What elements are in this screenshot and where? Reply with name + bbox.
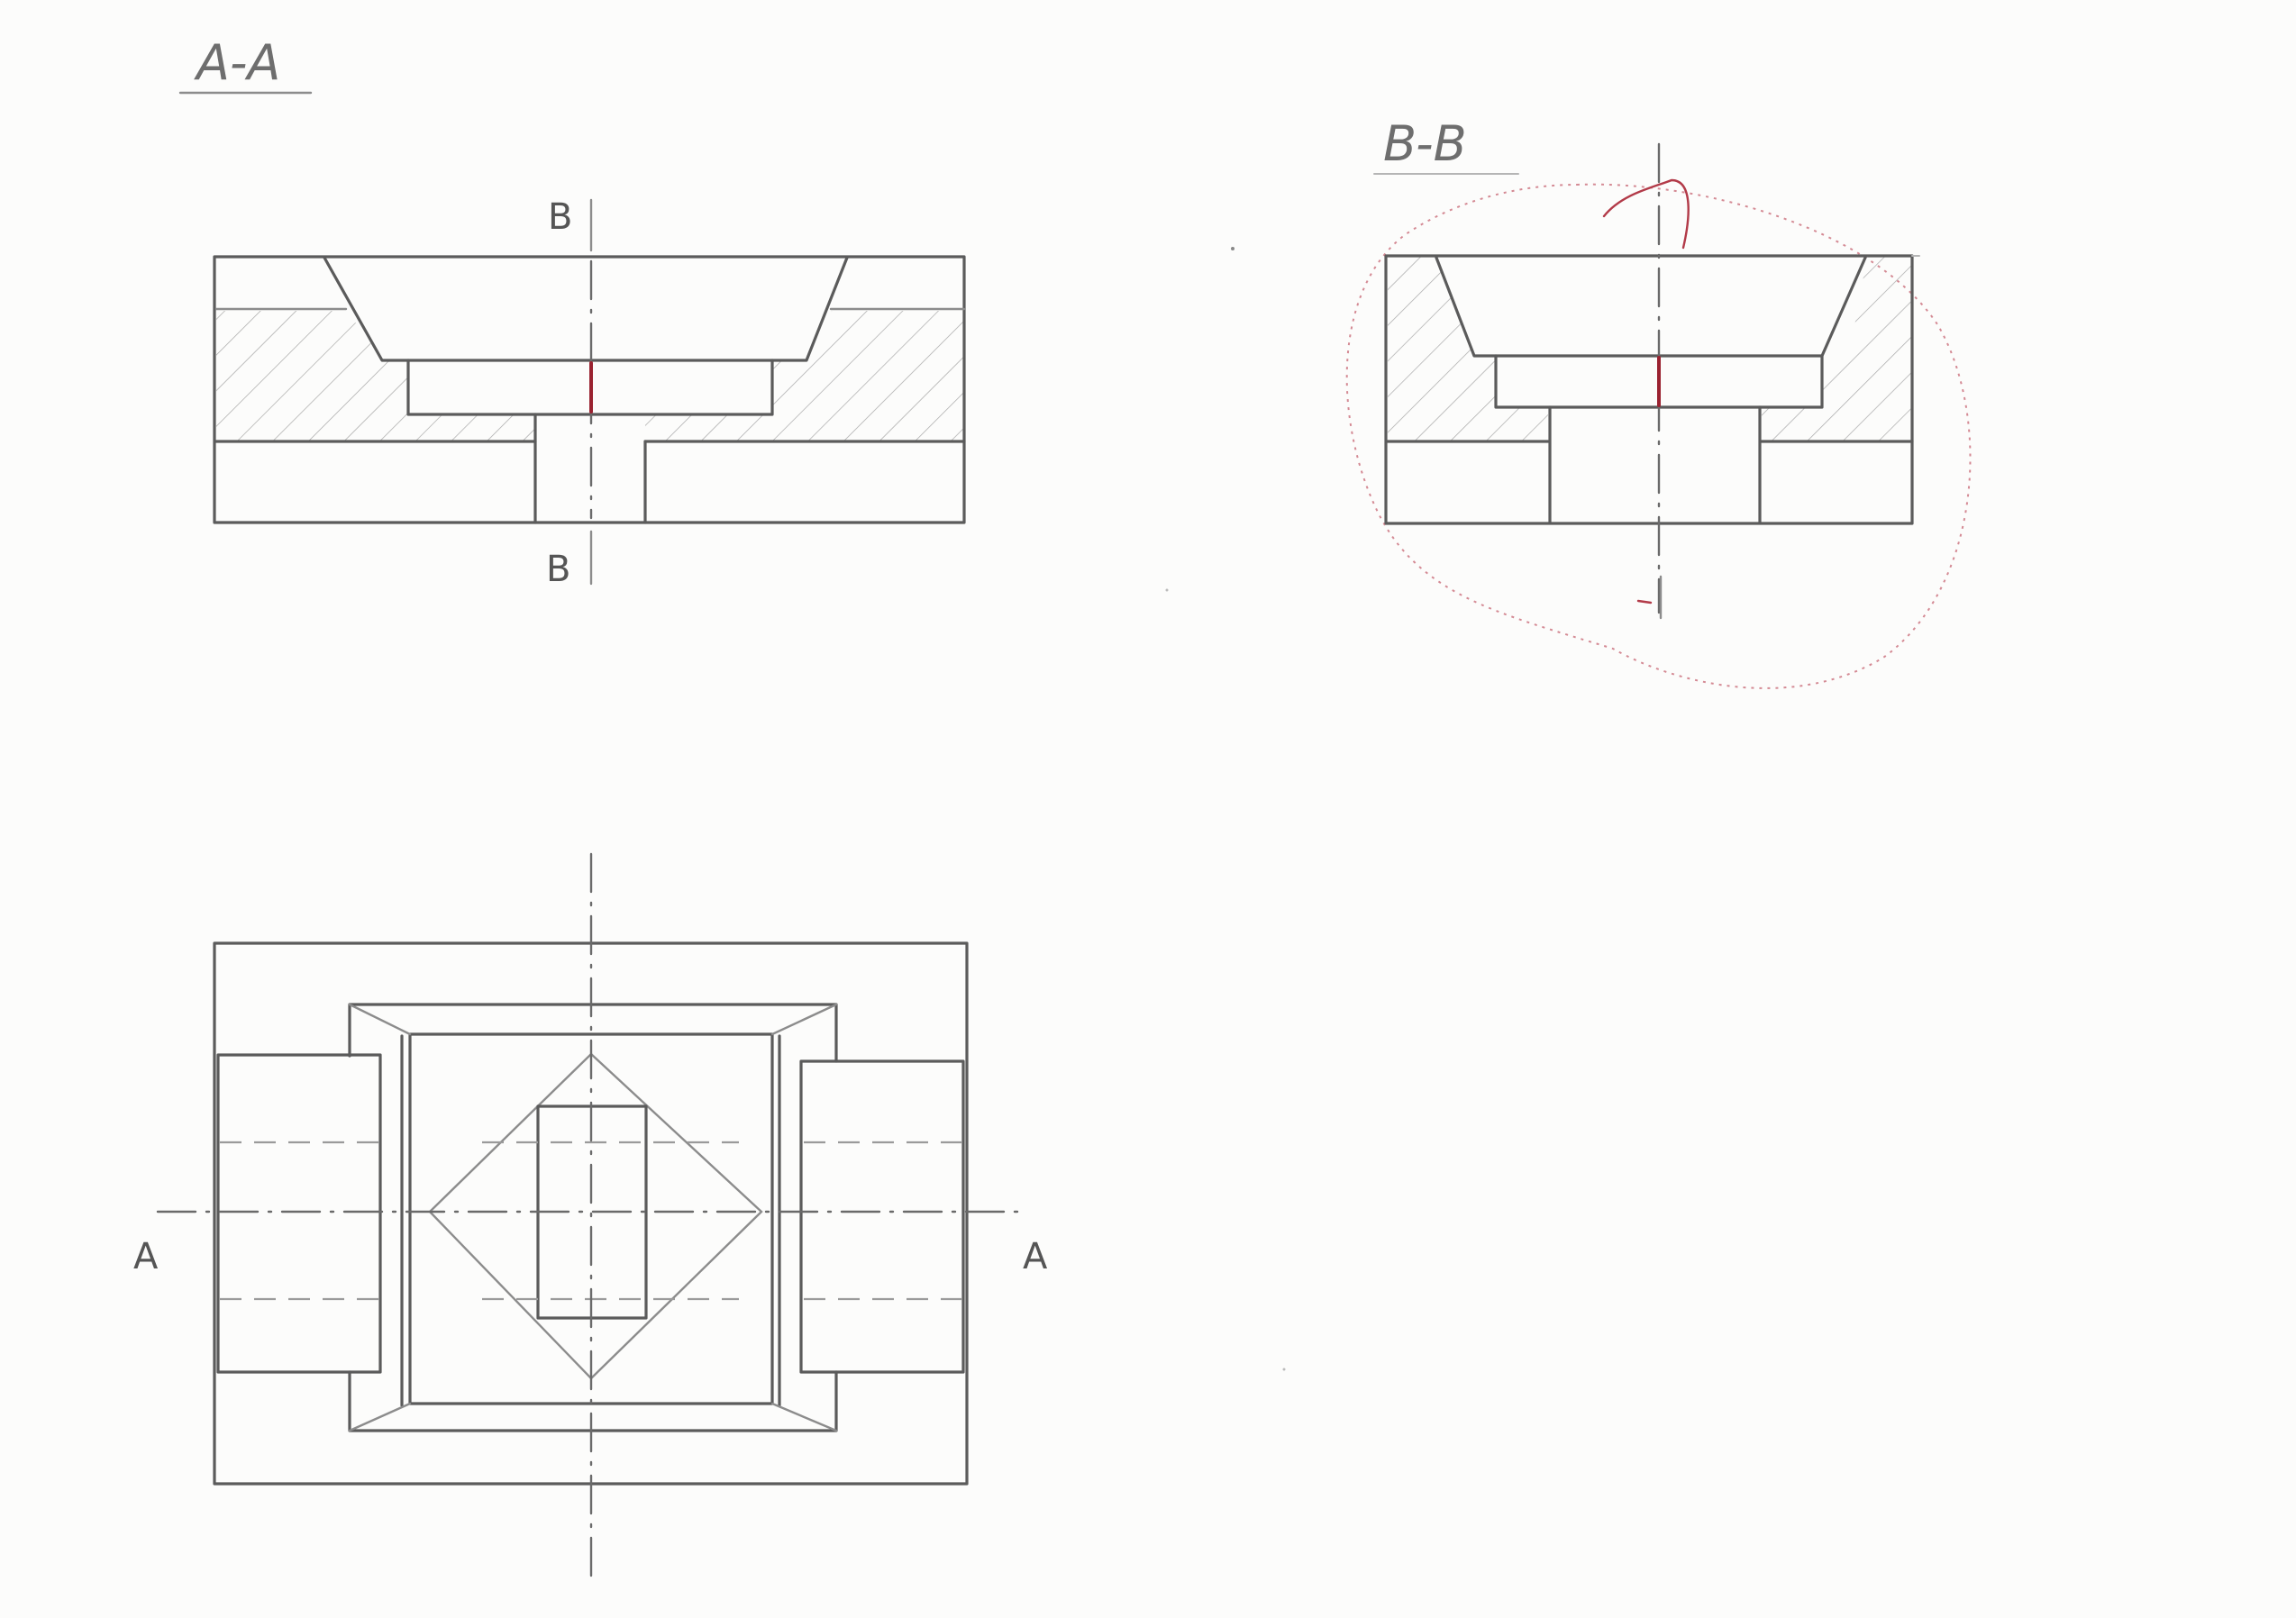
- top-view-diamond: [428, 1052, 763, 1380]
- top-view-chamfer-br: [770, 1402, 838, 1432]
- section-bb-highlight-loop: [1345, 183, 1972, 689]
- section-aa-view: A-A B B: [178, 34, 966, 590]
- top-view-cut-label-left: A: [133, 1236, 159, 1277]
- section-aa-hatch-right: [645, 311, 964, 441]
- section-bb-view: B-B: [1345, 115, 1972, 689]
- section-bb-title: B-B: [1383, 115, 1467, 172]
- top-view-slot-right: [799, 1059, 965, 1374]
- section-bb-outline: [1384, 254, 1914, 525]
- section-bb-hatch-right: [1762, 257, 1912, 441]
- top-view-slot-left: [216, 1053, 382, 1374]
- top-view-chamfer-tr: [770, 1003, 838, 1036]
- section-aa-countersink: [323, 256, 849, 362]
- section-aa-hatch-left: [216, 311, 535, 441]
- top-view-rim-outer-bottom: [348, 1370, 838, 1432]
- top-view-chamfer-bl: [348, 1402, 412, 1432]
- section-aa-cut-label-top: B: [548, 196, 572, 238]
- pencil-specks: [1165, 247, 1286, 1371]
- top-view-rim-outer: [348, 1003, 838, 1063]
- section-aa-cut-label-bottom: B: [546, 549, 570, 590]
- section-bb-hatch-left: [1388, 257, 1548, 441]
- section-aa-title: A-A: [194, 34, 280, 91]
- top-view: A A: [133, 852, 1048, 1587]
- top-view-chamfer-tl: [348, 1003, 412, 1036]
- section-bb-countersink: [1435, 256, 1867, 358]
- section-bb-red-tick: [1636, 599, 1653, 604]
- top-view-cut-label-right: A: [1023, 1236, 1048, 1277]
- section-bb-red-stroke: [1602, 178, 1690, 250]
- section-aa-outline: [213, 255, 966, 524]
